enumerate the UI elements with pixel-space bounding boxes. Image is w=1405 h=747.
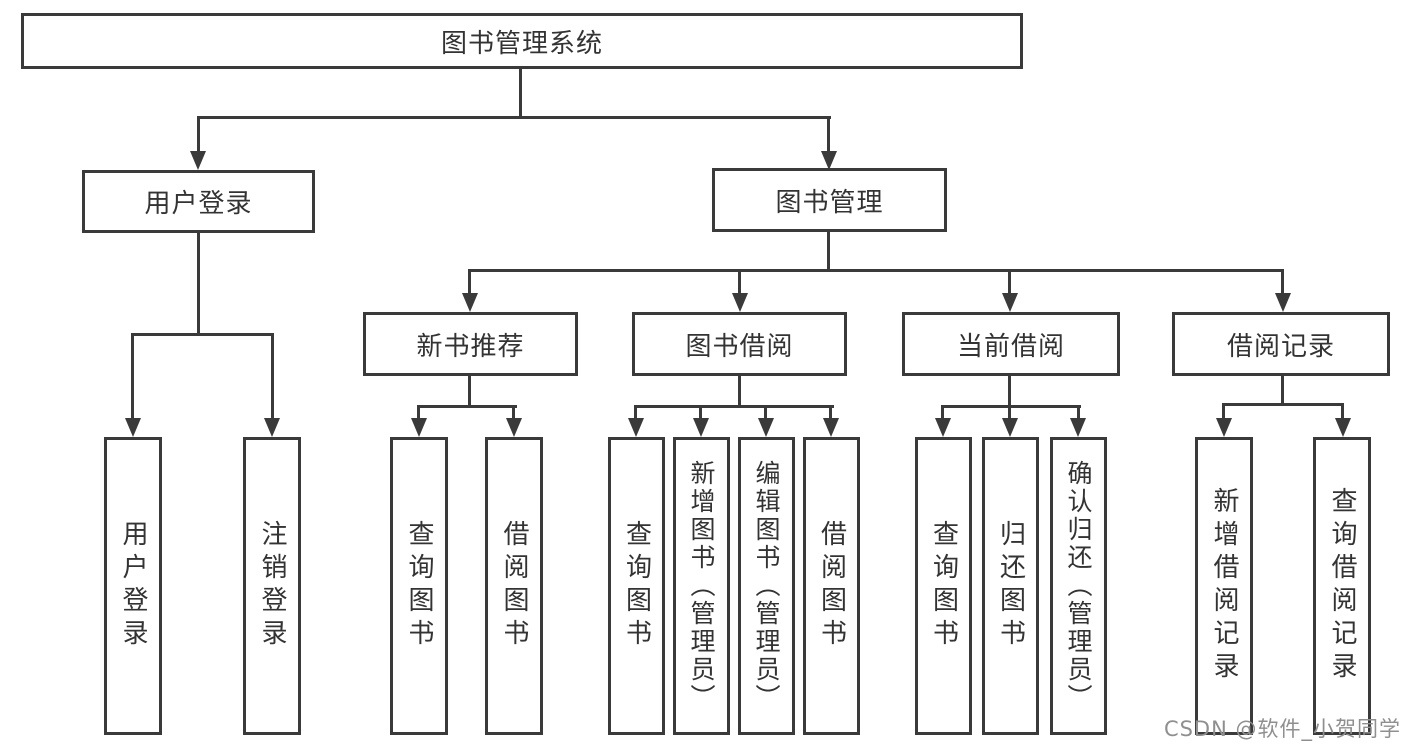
node-borrowing-records: 借阅记录 [1172,312,1390,376]
arrow-down-icon [125,418,141,437]
arrow-down-icon [1070,418,1086,437]
node-label: 借阅记录 [1226,331,1335,362]
node-user-login: 用户登录 [82,170,315,233]
arrow-down-icon [1275,293,1291,312]
arrow-down-icon [1335,418,1351,437]
connector-line [1008,376,1011,408]
node-label: 用户登录 [144,189,253,219]
leaf-add-books-admin: 新增图书（管理员） [673,437,730,735]
arrow-down-icon [758,418,774,437]
connector-line [131,333,274,336]
arrow-down-icon [411,418,427,437]
node-current-borrowing: 当前借阅 [902,312,1120,376]
node-label: 查询借阅记录 [1327,487,1357,685]
node-label: 图书借阅 [685,331,794,362]
arrow-down-icon [462,293,478,312]
connector-line [197,233,200,335]
leaf-query-borrow-record: 查询借阅记录 [1313,437,1371,735]
node-label: 查询图书 [928,520,959,652]
connector-line [1008,405,1011,422]
connector-line [197,116,200,154]
connector-line [468,376,471,408]
leaf-edit-books-admin: 编辑图书（管理员） [738,437,795,735]
node-label: 归还图书 [995,520,1026,652]
connector-line [941,405,944,422]
node-book-borrowing: 图书借阅 [632,312,847,376]
node-label: 查询图书 [404,520,434,652]
connector-line [738,376,741,408]
connector-line [827,116,830,154]
connector-line [634,405,834,408]
arrow-down-icon [935,418,951,437]
leaf-logout: 注销登录 [243,437,301,735]
arrow-down-icon [1002,418,1018,437]
connector-line [827,232,830,272]
connector-line [131,333,134,421]
connector-line [738,269,741,297]
connector-line [417,405,420,422]
node-label: 借阅图书 [499,520,529,652]
connector-line [829,405,832,422]
arrow-down-icon [264,418,280,437]
connector-line [1281,269,1284,297]
leaf-confirm-return-admin: 确认归还（管理员） [1050,437,1107,735]
connector-line [512,405,515,422]
node-label: 图书管理系统 [440,28,603,59]
leaf-borrow-books: 借阅图书 [803,437,860,735]
leaf-query-books-current: 查询图书 [915,437,972,735]
leaf-query-books-recommend: 查询图书 [390,437,448,735]
leaf-user-login: 用户登录 [104,437,162,735]
node-label: 当前借阅 [956,331,1065,362]
node-new-book-recommend: 新书推荐 [363,312,578,376]
leaf-add-borrow-record: 新增借阅记录 [1195,437,1253,735]
connector-line [1281,376,1284,406]
arrow-down-icon [693,418,709,437]
arrow-down-icon [732,293,748,312]
connector-line [271,333,274,421]
connector-line [1008,269,1011,297]
connector-line [1341,403,1344,422]
connector-line [519,69,522,118]
node-label: 注销登录 [257,520,287,652]
arrow-down-icon [823,418,839,437]
node-label: 新增借阅记录 [1209,487,1239,685]
connector-line [1222,403,1225,422]
node-label: 查询图书 [621,520,652,652]
arrow-down-icon [190,151,206,170]
arrow-down-icon [628,418,644,437]
node-label: 新增图书（管理员） [687,460,716,712]
leaf-borrow-books-recommend: 借阅图书 [485,437,543,735]
connector-line [468,269,1284,272]
csdn-watermark: CSDN @软件_小贺同学 [1163,717,1401,741]
node-label: 确认归还（管理员） [1064,460,1093,712]
node-label: 编辑图书（管理员） [752,460,781,712]
connector-line [1222,403,1344,406]
connector-line [417,405,517,408]
connector-line [941,405,1081,408]
connector-line [634,405,637,422]
node-root-library-system: 图书管理系统 [21,13,1023,69]
node-label: 用户登录 [118,520,148,652]
connector-line [764,405,767,422]
arrow-down-icon [506,418,522,437]
connector-line [699,405,702,422]
node-label: 图书管理 [775,187,884,218]
arrow-down-icon [1216,418,1232,437]
leaf-query-books-borrowing: 查询图书 [608,437,665,735]
node-label: 借阅图书 [816,520,847,652]
arrow-down-icon [821,151,837,170]
connector-line [197,116,831,119]
connector-line [468,269,471,297]
node-label: 新书推荐 [416,331,525,362]
leaf-return-books: 归还图书 [982,437,1039,735]
connector-line [1077,405,1080,422]
arrow-down-icon [1002,293,1018,312]
node-book-management: 图书管理 [712,168,947,232]
